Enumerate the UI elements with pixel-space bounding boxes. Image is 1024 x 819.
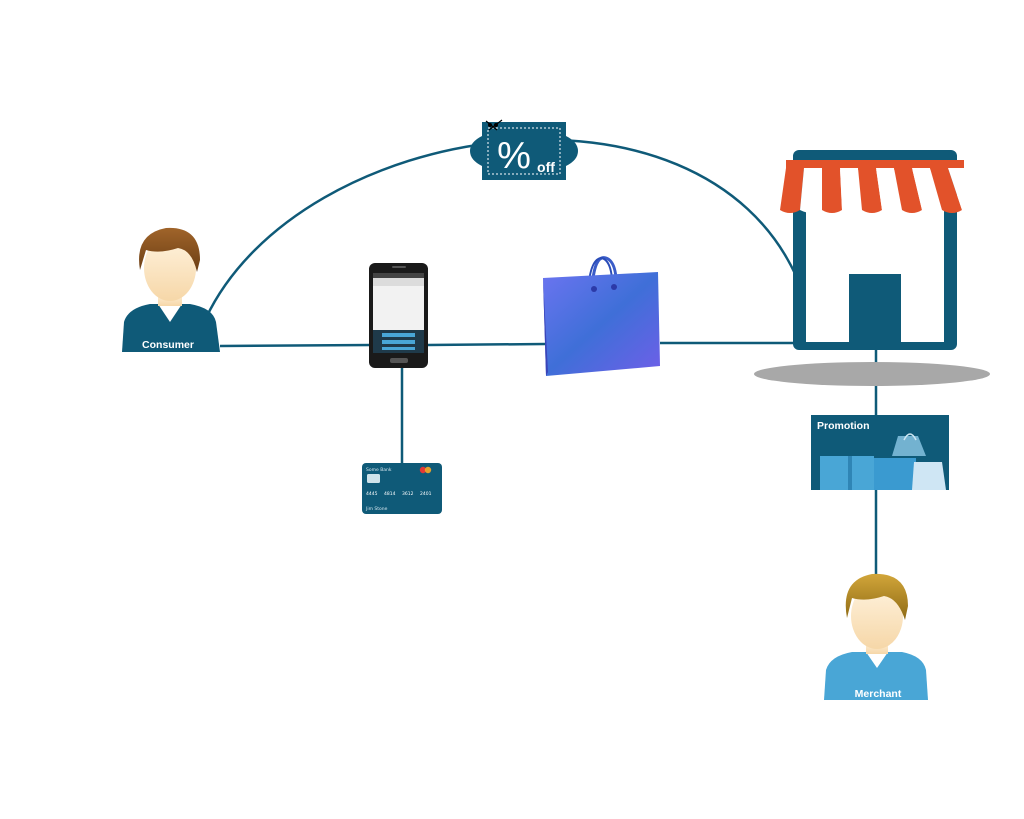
store-awning [780, 168, 970, 213]
card-holder: Jim Stone [365, 506, 388, 512]
scissors-icon [485, 119, 503, 131]
card-number-1: 4445 [366, 491, 378, 497]
credit-card-icon: Some Bank 4445 4814 3612 2401 Jim Stone [362, 463, 442, 514]
smartphone-icon [369, 263, 428, 368]
store-icon [754, 150, 990, 386]
coupon-icon: % off [470, 119, 578, 180]
consumer-label: Consumer [142, 339, 194, 351]
consumer-person-icon: Consumer [122, 227, 220, 352]
card-bank: Some Bank [366, 467, 392, 473]
line-phone-bag [427, 342, 546, 347]
promotion-icon: Promotion [811, 415, 949, 490]
merchant-label: Merchant [855, 688, 902, 700]
card-number-2: 4814 [384, 491, 396, 497]
shopping-bag-icon [543, 256, 660, 376]
promotion-bags [820, 433, 946, 490]
card-number-4: 2401 [420, 491, 432, 497]
connectors [204, 138, 878, 576]
coupon-off: off [537, 159, 555, 175]
coupon-percent: % [497, 135, 531, 177]
promotion-label: Promotion [817, 420, 870, 432]
line-consumer-phone [219, 343, 373, 348]
card-number-3: 3612 [402, 491, 414, 497]
merchant-person-icon: Merchant [824, 573, 928, 700]
